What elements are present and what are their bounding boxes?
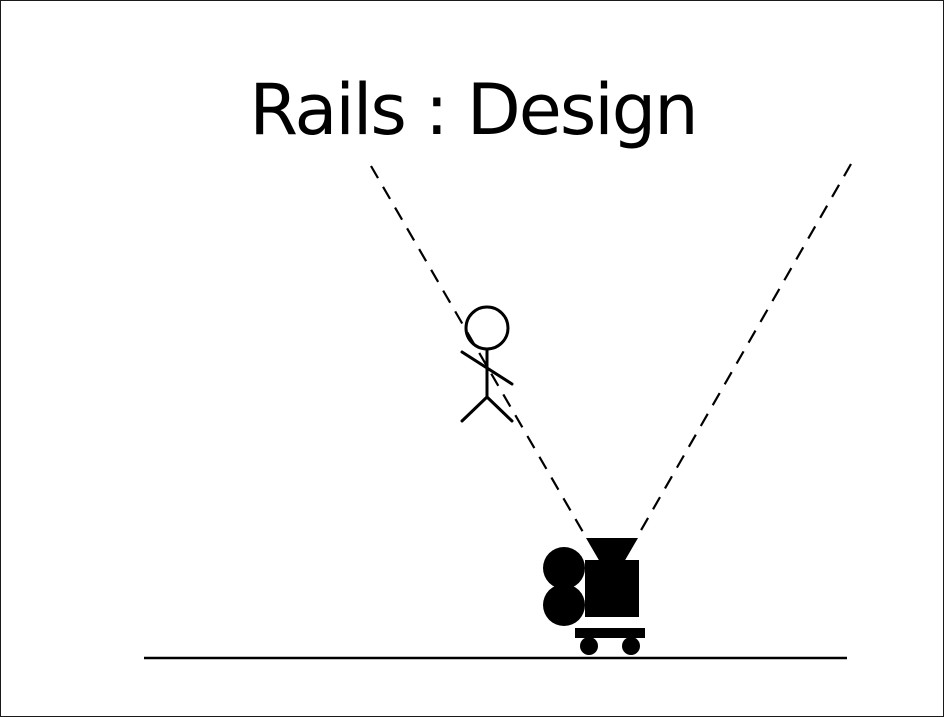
locomotive-chassis [575,628,645,638]
stick-figure-head [464,305,510,351]
locomotive-icon [543,538,645,655]
locomotive-wheel-left [580,637,598,655]
slide-title: Rails : Design [249,69,698,151]
stick-figure-icon [460,305,514,423]
stick-figure-arms [460,350,514,386]
locomotive-boiler-bottom [543,584,585,626]
stick-figure-left-leg [460,395,489,423]
locomotive-cab [585,560,639,617]
sight-cone-lines [370,163,852,540]
stick-figure-right-leg [485,395,514,423]
locomotive-wheel-right [622,637,640,655]
left-cone-line [370,165,588,540]
locomotive-smokestack [586,538,638,562]
right-cone-line [635,163,852,540]
locomotive-boiler-top [543,547,585,589]
